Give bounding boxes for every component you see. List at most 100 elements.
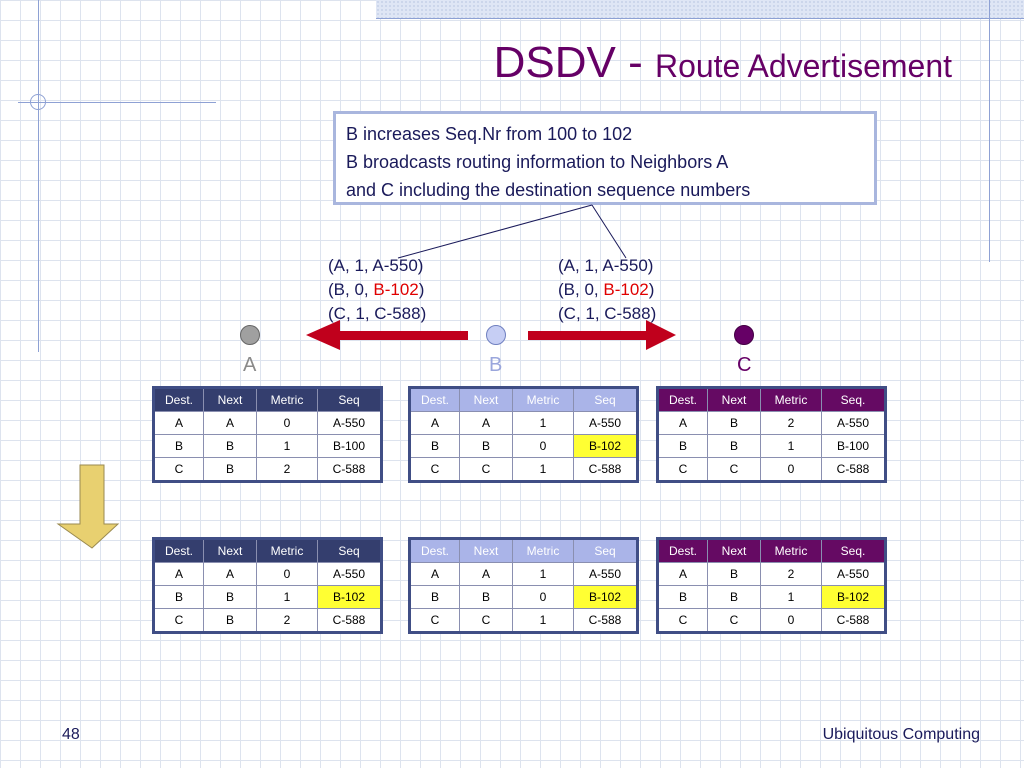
adv-right-line-2-pre: (B, 0, xyxy=(558,280,604,299)
table-cell: C-588 xyxy=(821,457,886,482)
adv-left-line-2-pre: (B, 0, xyxy=(328,280,374,299)
table-cell: 0 xyxy=(256,411,318,435)
table-cell: C-588 xyxy=(821,608,886,633)
down-arrow-icon xyxy=(56,464,120,549)
table-cell: B-102 xyxy=(317,585,382,609)
column-header: Dest. xyxy=(657,538,708,563)
adv-right-line-1: (A, 1, A-550) xyxy=(558,256,654,275)
callout-line-1: B increases Seq.Nr from 100 to 102 xyxy=(346,124,633,144)
advertisement-left: (A, 1, A-550) (B, 0, B-102) (C, 1, C-588… xyxy=(328,254,426,326)
adv-left-line-2: (B, 0, B-102) xyxy=(328,278,426,302)
table-cell: A-550 xyxy=(573,562,638,586)
node-c-label: C xyxy=(737,354,752,376)
table-cell: C xyxy=(707,608,761,633)
table-cell: B xyxy=(203,608,257,633)
table-cell: B-102 xyxy=(573,585,638,609)
column-header: Dest. xyxy=(657,387,708,412)
left-horizontal-line xyxy=(18,102,216,103)
table-cell: C-588 xyxy=(573,457,638,482)
column-header: Next xyxy=(459,538,513,563)
adv-left-line-3: (C, 1, C-588) xyxy=(328,304,427,323)
table-cell: B-100 xyxy=(317,434,382,458)
callout-box: B increases Seq.Nr from 100 to 102 B bro… xyxy=(333,111,877,205)
page-number: 48 xyxy=(62,726,80,743)
column-header: Metric xyxy=(256,387,318,412)
table-cell: B xyxy=(409,434,460,458)
column-header: Seq xyxy=(317,538,382,563)
table-cell: C xyxy=(657,457,708,482)
column-header: Seq. xyxy=(821,387,886,412)
table-cell: 1 xyxy=(760,585,822,609)
column-header: Seq xyxy=(573,538,638,563)
column-header: Dest. xyxy=(153,538,204,563)
column-header: Dest. xyxy=(409,538,460,563)
table-cell: 1 xyxy=(760,434,822,458)
table-cell: 2 xyxy=(256,457,318,482)
table-cell: C xyxy=(153,608,204,633)
table-cell: A xyxy=(203,562,257,586)
node-b xyxy=(486,325,506,345)
node-b-label: B xyxy=(489,354,503,376)
column-header: Seq. xyxy=(821,538,886,563)
table-cell: 2 xyxy=(256,608,318,633)
table-cell: 0 xyxy=(760,457,822,482)
table-cell: 1 xyxy=(512,411,574,435)
adv-left-line-1: (A, 1, A-550) xyxy=(328,256,424,275)
table-cell: B xyxy=(707,562,761,586)
table-cell: A-550 xyxy=(821,562,886,586)
table-cell: C xyxy=(657,608,708,633)
table-cell: A xyxy=(409,562,460,586)
table-cell: A xyxy=(203,411,257,435)
table-cell: B xyxy=(707,585,761,609)
table-cell: A-550 xyxy=(317,562,382,586)
table-cell: C xyxy=(153,457,204,482)
table-cell: A xyxy=(409,411,460,435)
table-cell: 1 xyxy=(512,608,574,633)
table-cell: B xyxy=(153,434,204,458)
table-cell: A-550 xyxy=(821,411,886,435)
footer-course: Ubiquitous Computing xyxy=(822,726,980,743)
callout-line-2: B broadcasts routing information to Neig… xyxy=(346,152,729,172)
table-cell: B-100 xyxy=(821,434,886,458)
adv-left-line-2-hl: B-102 xyxy=(373,280,419,299)
table-cell: A xyxy=(459,411,513,435)
node-c xyxy=(734,325,754,345)
table-cell: B xyxy=(409,585,460,609)
table-cell: B xyxy=(657,585,708,609)
table-cell: C xyxy=(409,608,460,633)
table-cell: A-550 xyxy=(317,411,382,435)
column-header: Seq xyxy=(317,387,382,412)
table-cell: B-102 xyxy=(573,434,638,458)
table-cell: A xyxy=(153,562,204,586)
page-title: DSDV - Route Advertisement xyxy=(494,38,952,88)
column-header: Next xyxy=(707,387,761,412)
table-cell: 2 xyxy=(760,411,822,435)
table-cell: B-102 xyxy=(821,585,886,609)
table-cell: 1 xyxy=(512,562,574,586)
table-cell: B xyxy=(459,434,513,458)
table-cell: 1 xyxy=(256,585,318,609)
column-header: Metric xyxy=(512,387,574,412)
table-cell: C-588 xyxy=(317,608,382,633)
left-arrow-icon xyxy=(306,320,468,350)
